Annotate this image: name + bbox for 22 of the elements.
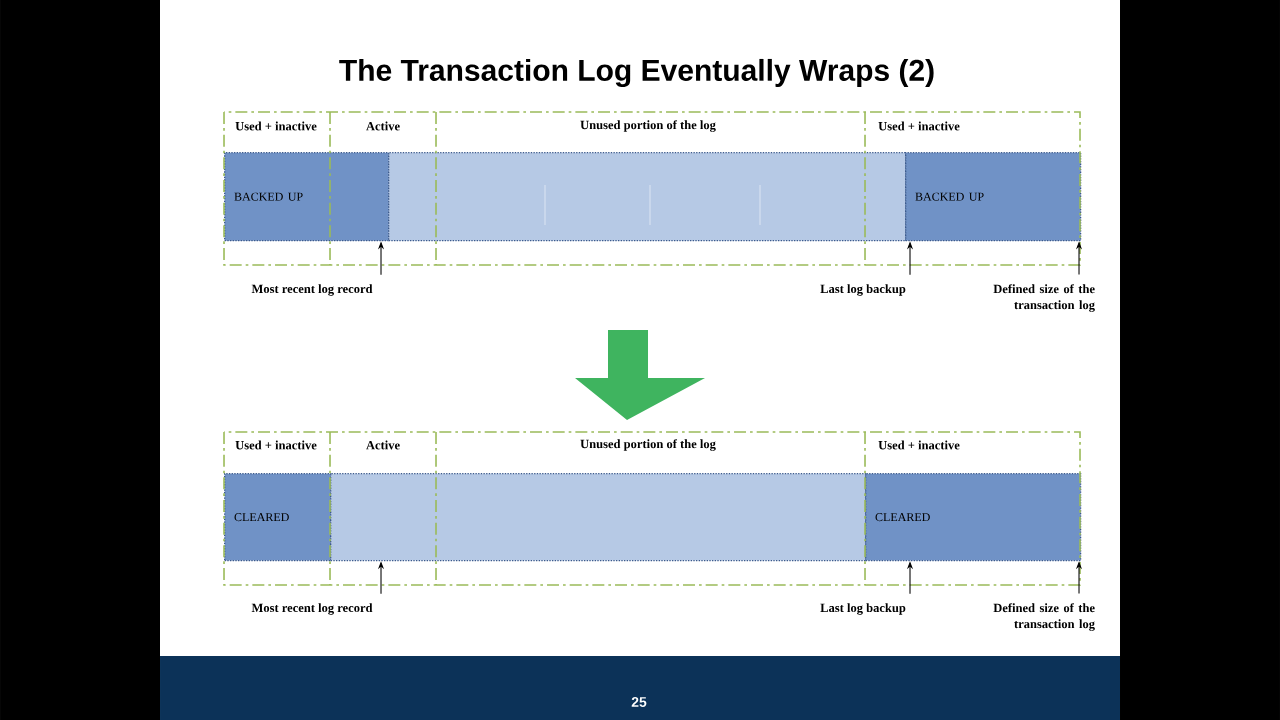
column-heading: Active: [366, 121, 400, 131]
log-bar: [330, 473, 867, 562]
column-heading: Used + inactive: [235, 121, 317, 131]
annotation-text: Defined size of the transaction log: [993, 603, 1095, 631]
annotation-text: Defined size of the transaction log: [993, 284, 1095, 312]
slide-title: The Transaction Log Eventually Wraps (2): [339, 58, 934, 88]
column-heading: Used + inactive: [878, 121, 960, 131]
annotation-text: Last log backup: [820, 284, 906, 296]
column-heading: Used + inactive: [235, 440, 317, 450]
annotation-text: Last log backup: [820, 603, 906, 615]
annotation-text: Most recent log record: [251, 603, 373, 615]
log-bar: CLEARED: [865, 473, 1082, 562]
annotation-text: Most recent log record: [251, 284, 373, 296]
page-number: 25: [631, 697, 647, 707]
log-bar: BACKED UP: [224, 152, 390, 242]
column-heading: Unused portion of the log: [580, 439, 716, 451]
log-bar: [388, 152, 907, 242]
log-bar: BACKED UP: [905, 152, 1082, 242]
log-bar: CLEARED: [224, 473, 332, 562]
column-heading: Active: [366, 440, 400, 450]
column-heading: Unused portion of the log: [580, 120, 716, 132]
column-heading: Used + inactive: [878, 440, 960, 450]
